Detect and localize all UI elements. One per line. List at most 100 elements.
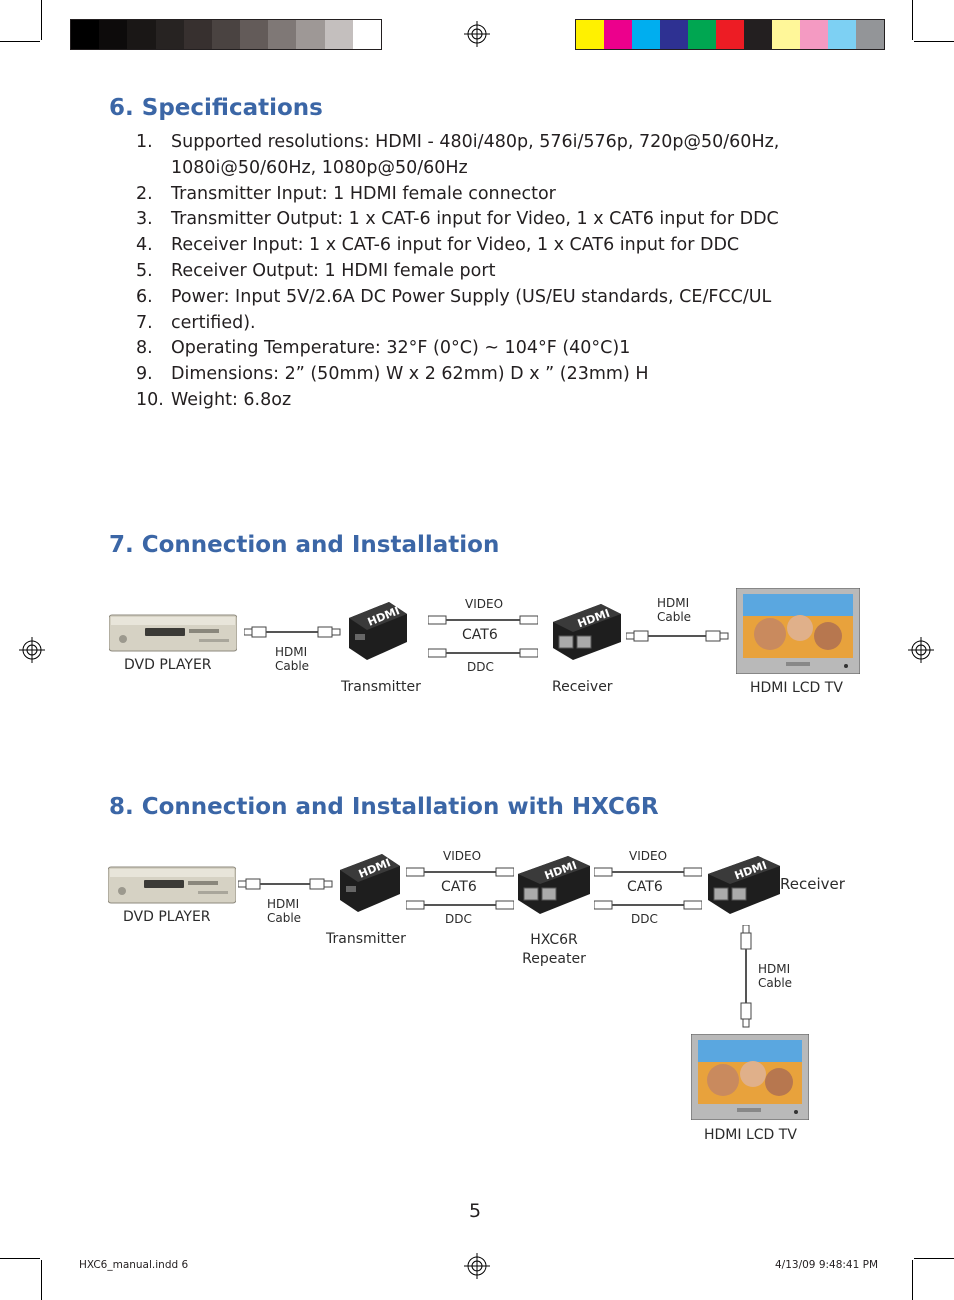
- repeater-label: HXC6R Repeater: [522, 932, 586, 967]
- hdmi-cable-label: HDMI Cable: [657, 596, 692, 624]
- gray-swatch: [268, 20, 297, 49]
- spec-text: Supported resolutions: HDMI - 480i/480p,…: [171, 132, 780, 152]
- registration-mark-top: [464, 21, 490, 47]
- gray-swatch: [240, 20, 269, 49]
- spec-item: 1080i@50/60Hz, 1080p@50/60Hz: [136, 156, 779, 182]
- spec-number: 9.: [136, 364, 153, 385]
- color-swatch: [660, 20, 689, 49]
- spec-number: 4.: [136, 235, 153, 256]
- color-swatch: [632, 20, 661, 49]
- transmitter-label: Transmitter: [326, 931, 406, 947]
- spec-item: 6. Power: Input 5V/2.6A DC Power Supply (…: [136, 285, 779, 311]
- page-number: 5: [469, 1200, 482, 1222]
- registration-mark-right: [908, 637, 934, 663]
- video-label: VIDEO: [465, 597, 504, 611]
- hdmi-cable-label: HDMI Cable: [758, 962, 793, 990]
- spec-text: certified).: [171, 312, 256, 333]
- color-swatch: [716, 20, 745, 49]
- gray-swatch: [211, 20, 241, 49]
- transmitter-image: HDMI: [345, 598, 409, 662]
- cat6-video-cable: [428, 615, 538, 625]
- receiver-image: HDMI: [706, 852, 782, 916]
- spec-number: 6.: [136, 286, 153, 307]
- color-swatch: [688, 20, 717, 49]
- spec-number: 3.: [136, 209, 153, 230]
- dvd-player-label: DVD PLAYER: [123, 909, 211, 925]
- spec-item: 4. Receiver Input: 1 x CAT-6 input for Vi…: [136, 233, 779, 259]
- repeater-image: HDMI: [516, 852, 592, 916]
- cat6-video-cable: [594, 867, 702, 877]
- spec-text: Power: Input 5V/2.6A DC Power Supply (US…: [171, 286, 772, 307]
- dvd-player-image: [109, 614, 237, 652]
- color-swatch: [828, 20, 857, 49]
- process-color-bar: [575, 19, 885, 50]
- receiver-label: Receiver: [780, 875, 845, 893]
- hdmi-lcd-tv-image: [691, 1034, 809, 1120]
- color-swatch: [744, 20, 773, 49]
- spec-text: Transmitter Input: 1 HDMI female connect…: [171, 183, 556, 204]
- color-swatch: [856, 20, 885, 49]
- spec-number: 7.: [136, 312, 153, 333]
- video-label: VIDEO: [629, 849, 668, 863]
- spec-item: 5. Receiver Output: 1 HDMI female port: [136, 259, 779, 285]
- receiver-label: Receiver: [552, 679, 613, 695]
- hdmi-lcd-tv-image: [736, 588, 860, 674]
- spec-text: Receiver Input: 1 x CAT-6 input for Vide…: [171, 235, 740, 256]
- footer-filename: HXC6_manual.indd 6: [79, 1259, 189, 1271]
- cat6-video-cable: [406, 867, 514, 877]
- spec-text: Weight: 6.8oz: [171, 389, 292, 410]
- cat6-ddc-cable: [428, 648, 538, 658]
- spec-text: Transmitter Output: 1 x CAT-6 input for …: [171, 209, 779, 230]
- cat6-ddc-cable: [406, 900, 514, 910]
- video-label: VIDEO: [443, 849, 482, 863]
- spec-text: 1080i@50/60Hz, 1080p@50/60Hz: [171, 157, 468, 178]
- hdmi-lcd-tv-label: HDMI LCD TV: [704, 1127, 797, 1143]
- specifications-heading: 6. Specifications: [109, 95, 323, 121]
- spec-item: 8.Operating Temperature: 32°F (0°C) ~ 10…: [136, 336, 779, 362]
- color-swatch: [576, 20, 605, 49]
- color-swatch: [800, 20, 829, 49]
- hdmi-cable-image: [238, 878, 333, 890]
- cat6-label: CAT6: [441, 879, 477, 895]
- spec-item: 7. certified).: [136, 311, 779, 337]
- gray-swatch: [127, 20, 157, 49]
- color-swatch: [772, 20, 801, 49]
- gray-swatch: [324, 20, 354, 49]
- spec-item: 9. Dimensions: 2” (50mm) W x 2 62mm) D x …: [136, 362, 779, 388]
- color-swatch: [604, 20, 633, 49]
- hdmi-cable-image: [626, 630, 729, 642]
- spec-number: 8.: [136, 338, 153, 359]
- connection-heading: 7. Connection and Installation: [109, 532, 500, 558]
- dvd-player-label: DVD PLAYER: [124, 657, 212, 673]
- gray-swatch: [352, 20, 382, 49]
- spec-text: Dimensions: 2” (50mm) W x 2 62mm) D x ” …: [171, 364, 649, 385]
- gray-swatch: [155, 20, 185, 49]
- connection-repeater-heading: 8. Connection and Installation with HXC6…: [109, 794, 659, 820]
- transmitter-label: Transmitter: [341, 679, 421, 695]
- cat6-label: CAT6: [627, 879, 663, 895]
- registration-mark-bottom: [464, 1253, 490, 1279]
- hdmi-cable-image: [244, 626, 341, 638]
- ddc-label: DDC: [631, 912, 658, 926]
- spec-item: 1. Supported resolutions: HDMI - 480i/480…: [136, 130, 779, 156]
- spec-number: 1.: [136, 132, 153, 152]
- ddc-label: DDC: [445, 912, 472, 926]
- receiver-image: HDMI: [551, 600, 623, 662]
- gray-swatch: [99, 20, 128, 49]
- spec-text: Receiver Output: 1 HDMI female port: [171, 260, 496, 281]
- gray-swatch: [296, 20, 326, 49]
- spec-number: 5.: [136, 260, 153, 281]
- specifications-list: 1. Supported resolutions: HDMI - 480i/480…: [136, 130, 779, 414]
- transmitter-image: HDMI: [336, 850, 402, 914]
- spec-item: 2.Transmitter Input: 1 HDMI female conne…: [136, 182, 779, 208]
- hdmi-cable-label: HDMI Cable: [275, 645, 310, 673]
- hdmi-cable-image: [740, 925, 752, 1028]
- gray-color-bar: [70, 19, 382, 50]
- cat6-ddc-cable: [594, 900, 702, 910]
- spec-item: 10. Weight: 6.8oz: [136, 388, 779, 414]
- gray-swatch: [71, 20, 100, 49]
- spec-number: 10.: [136, 389, 164, 410]
- gray-swatch: [183, 20, 213, 49]
- spec-item: 3. Transmitter Output: 1 x CAT-6 input fo…: [136, 207, 779, 233]
- ddc-label: DDC: [467, 660, 494, 674]
